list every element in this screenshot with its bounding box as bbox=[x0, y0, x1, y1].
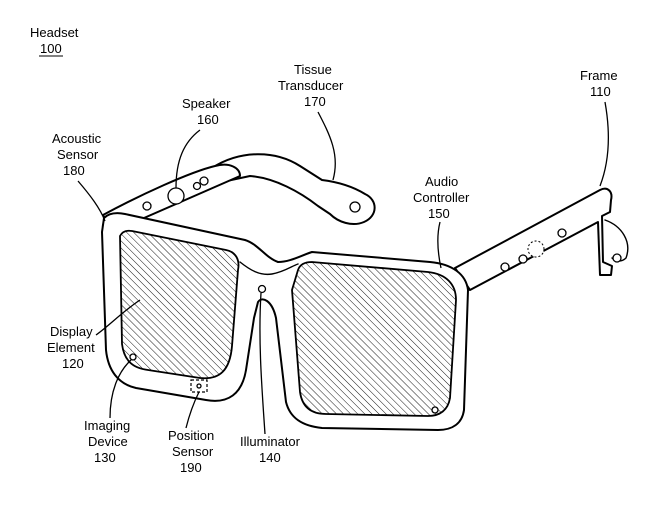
right-lens bbox=[291, 261, 457, 417]
tissue-transducer-label-2: Transducer bbox=[278, 78, 344, 93]
speaker-port-near bbox=[527, 240, 545, 258]
tissue-transducer-label: Tissue bbox=[294, 62, 332, 77]
tissue-transducer-port bbox=[349, 201, 361, 213]
display-element-label-2: Element bbox=[47, 340, 95, 355]
position-sensor-leader bbox=[185, 391, 200, 429]
tissue-transducer-leader bbox=[317, 111, 336, 181]
imaging-device-port bbox=[129, 353, 137, 361]
frame-leader bbox=[599, 101, 609, 187]
position-sensor-label: Position bbox=[168, 428, 214, 443]
tissue-transducer-number: 170 bbox=[304, 94, 326, 109]
imaging-device-number: 130 bbox=[94, 450, 116, 465]
imaging-device-label-2: Device bbox=[88, 434, 128, 449]
illuminator-port bbox=[257, 284, 267, 294]
audio-controller-label: Audio bbox=[425, 174, 458, 189]
speaker-port bbox=[167, 187, 185, 205]
front-frame bbox=[101, 212, 469, 431]
far-temple-arm bbox=[211, 153, 376, 225]
imaging-device-leader bbox=[109, 359, 132, 419]
acoustic-sensor-label-2: Sensor bbox=[57, 147, 99, 162]
audio-controller-label-2: Controller bbox=[413, 190, 470, 205]
frame-label: Frame bbox=[580, 68, 618, 83]
display-element-lens bbox=[119, 229, 240, 380]
audio-controller-leader bbox=[437, 221, 442, 269]
display-element-leader bbox=[95, 299, 141, 336]
illuminator-leader bbox=[259, 292, 266, 435]
speaker-number: 160 bbox=[197, 112, 219, 127]
display-element-number: 120 bbox=[62, 356, 84, 371]
headset-number: 100 bbox=[40, 41, 62, 56]
speaker-leader bbox=[175, 129, 201, 189]
acoustic-sensor-number: 180 bbox=[63, 163, 85, 178]
illuminator-label: Illuminator bbox=[240, 434, 301, 449]
audio-controller-number: 150 bbox=[428, 206, 450, 221]
position-sensor-number: 190 bbox=[180, 460, 202, 475]
imaging-device-label: Imaging bbox=[84, 418, 130, 433]
headset-title: Headset bbox=[30, 25, 79, 40]
display-element-label: Display bbox=[50, 324, 93, 339]
acoustic-sensor-leader bbox=[77, 180, 106, 222]
acoustic-sensor-label: Acoustic bbox=[52, 131, 102, 146]
frame-number: 110 bbox=[590, 84, 611, 99]
speaker-label: Speaker bbox=[182, 96, 231, 111]
illuminator-number: 140 bbox=[259, 450, 281, 465]
position-sensor-label-2: Sensor bbox=[172, 444, 214, 459]
